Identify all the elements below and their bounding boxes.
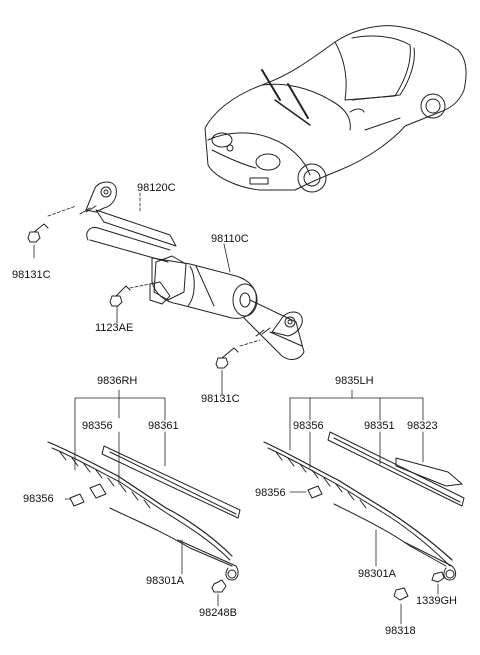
- lh-wiper-assembly: [263, 441, 457, 581]
- label-98361: 98361: [148, 420, 179, 432]
- label-98131c-left: 98131C: [12, 269, 51, 281]
- clip-98356-rh: [69, 493, 85, 507]
- label-98318: 98318: [385, 625, 416, 637]
- label-98356-rh-insert: 98356: [82, 420, 113, 432]
- bolt-98131c-left: [27, 223, 49, 243]
- label-98120c: 98120C: [137, 182, 176, 194]
- label-9836rh: 9836RH: [97, 375, 138, 387]
- label-98356-rh-clip: 98356: [23, 493, 54, 505]
- bolt-1123ae: [109, 285, 131, 307]
- linkage-motor-assembly: [79, 181, 305, 360]
- label-98356-lh-insert: 98356: [293, 420, 324, 432]
- nut-98248b: [211, 579, 227, 593]
- label-1339gh: 1339GH: [416, 595, 457, 607]
- label-98351: 98351: [364, 420, 395, 432]
- label-98131c-right: 98131C: [201, 393, 240, 405]
- lh-refill-strip: [327, 431, 465, 507]
- label-98248b: 98248B: [199, 607, 237, 619]
- label-98323: 98323: [407, 420, 438, 432]
- label-98301a-rh: 98301A: [146, 575, 184, 587]
- label-9835lh: 9835LH: [335, 375, 374, 387]
- rh-wiper-assembly: [47, 441, 239, 581]
- cap-98318: [393, 587, 409, 601]
- car-illustration: [204, 25, 467, 193]
- bolt-98131c-right: [215, 347, 239, 369]
- lh-spoiler: [395, 457, 463, 487]
- leader-lines: [33, 192, 439, 625]
- label-98356-lh-clip: 98356: [255, 487, 286, 499]
- clip-98356-lh: [307, 485, 323, 499]
- nut-1339gh: [431, 571, 445, 583]
- label-98110c: 98110C: [211, 233, 249, 245]
- label-1123ae: 1123AE: [95, 322, 134, 334]
- rh-refill-strip: [101, 445, 241, 519]
- label-98301a-lh: 98301A: [358, 568, 396, 580]
